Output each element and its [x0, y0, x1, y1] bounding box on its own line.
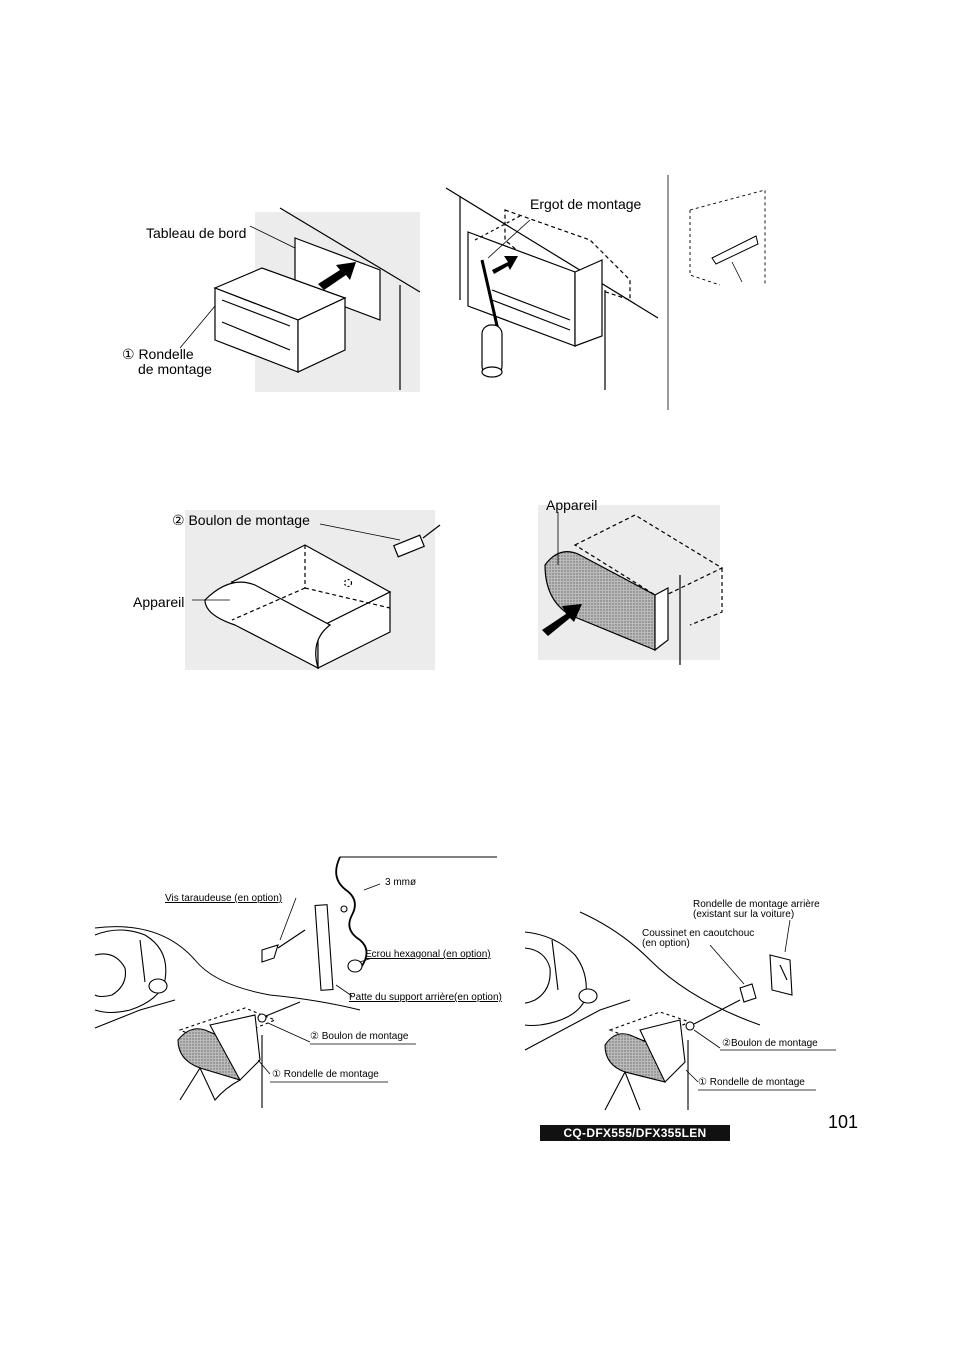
label-mounting-tab: Ergot de montage — [530, 196, 642, 212]
label-rear-support: Rondelle de montage arrière — [693, 899, 820, 910]
label-mounting-sleeve-2: de montage — [138, 361, 212, 377]
label-mounting-bolt-fig5: ② Boulon de montage — [310, 1031, 409, 1042]
label-mounting-sleeve: ① Rondelle — [122, 346, 194, 362]
page-number: 101 — [828, 1112, 859, 1132]
fig1-drawing — [179, 207, 421, 392]
label-unit-fig3: Appareil — [133, 594, 185, 610]
fig3-drawing — [185, 510, 441, 670]
label-hex-nut: Ecrou hexagonal (en option) — [365, 949, 491, 960]
label-rubber-bush-2: (en option) — [642, 938, 690, 949]
label-rubber-bush: Coussinet en caoutchouc — [642, 928, 755, 939]
label-dashboard: Tableau de bord — [146, 225, 247, 241]
fig4-drawing — [538, 505, 724, 665]
label-unit-fig4: Appareil — [546, 497, 598, 513]
label-mounting-bolt: ② Boulon de montage — [172, 512, 310, 528]
label-tapping-screw: Vis taraudeuse (en option) — [165, 893, 283, 904]
label-rear-strap: Patte du support arrière(en option) — [349, 992, 502, 1003]
fig6-drawing — [524, 911, 836, 1111]
label-rear-support-2: (existant sur la voiture) — [693, 909, 795, 920]
label-mounting-bolt-fig6: ②Boulon de montage — [722, 1038, 818, 1049]
label-mounting-sleeve-fig6: ① Rondelle de montage — [698, 1077, 805, 1088]
label-mounting-sleeve-fig5: ① Rondelle de montage — [272, 1069, 379, 1080]
fig2-drawing — [445, 175, 766, 410]
model-number: CQ-DFX555/DFX355LEN — [540, 1125, 730, 1141]
label-diameter: 3 mmø — [385, 877, 417, 888]
fig5-drawing — [94, 856, 497, 1108]
